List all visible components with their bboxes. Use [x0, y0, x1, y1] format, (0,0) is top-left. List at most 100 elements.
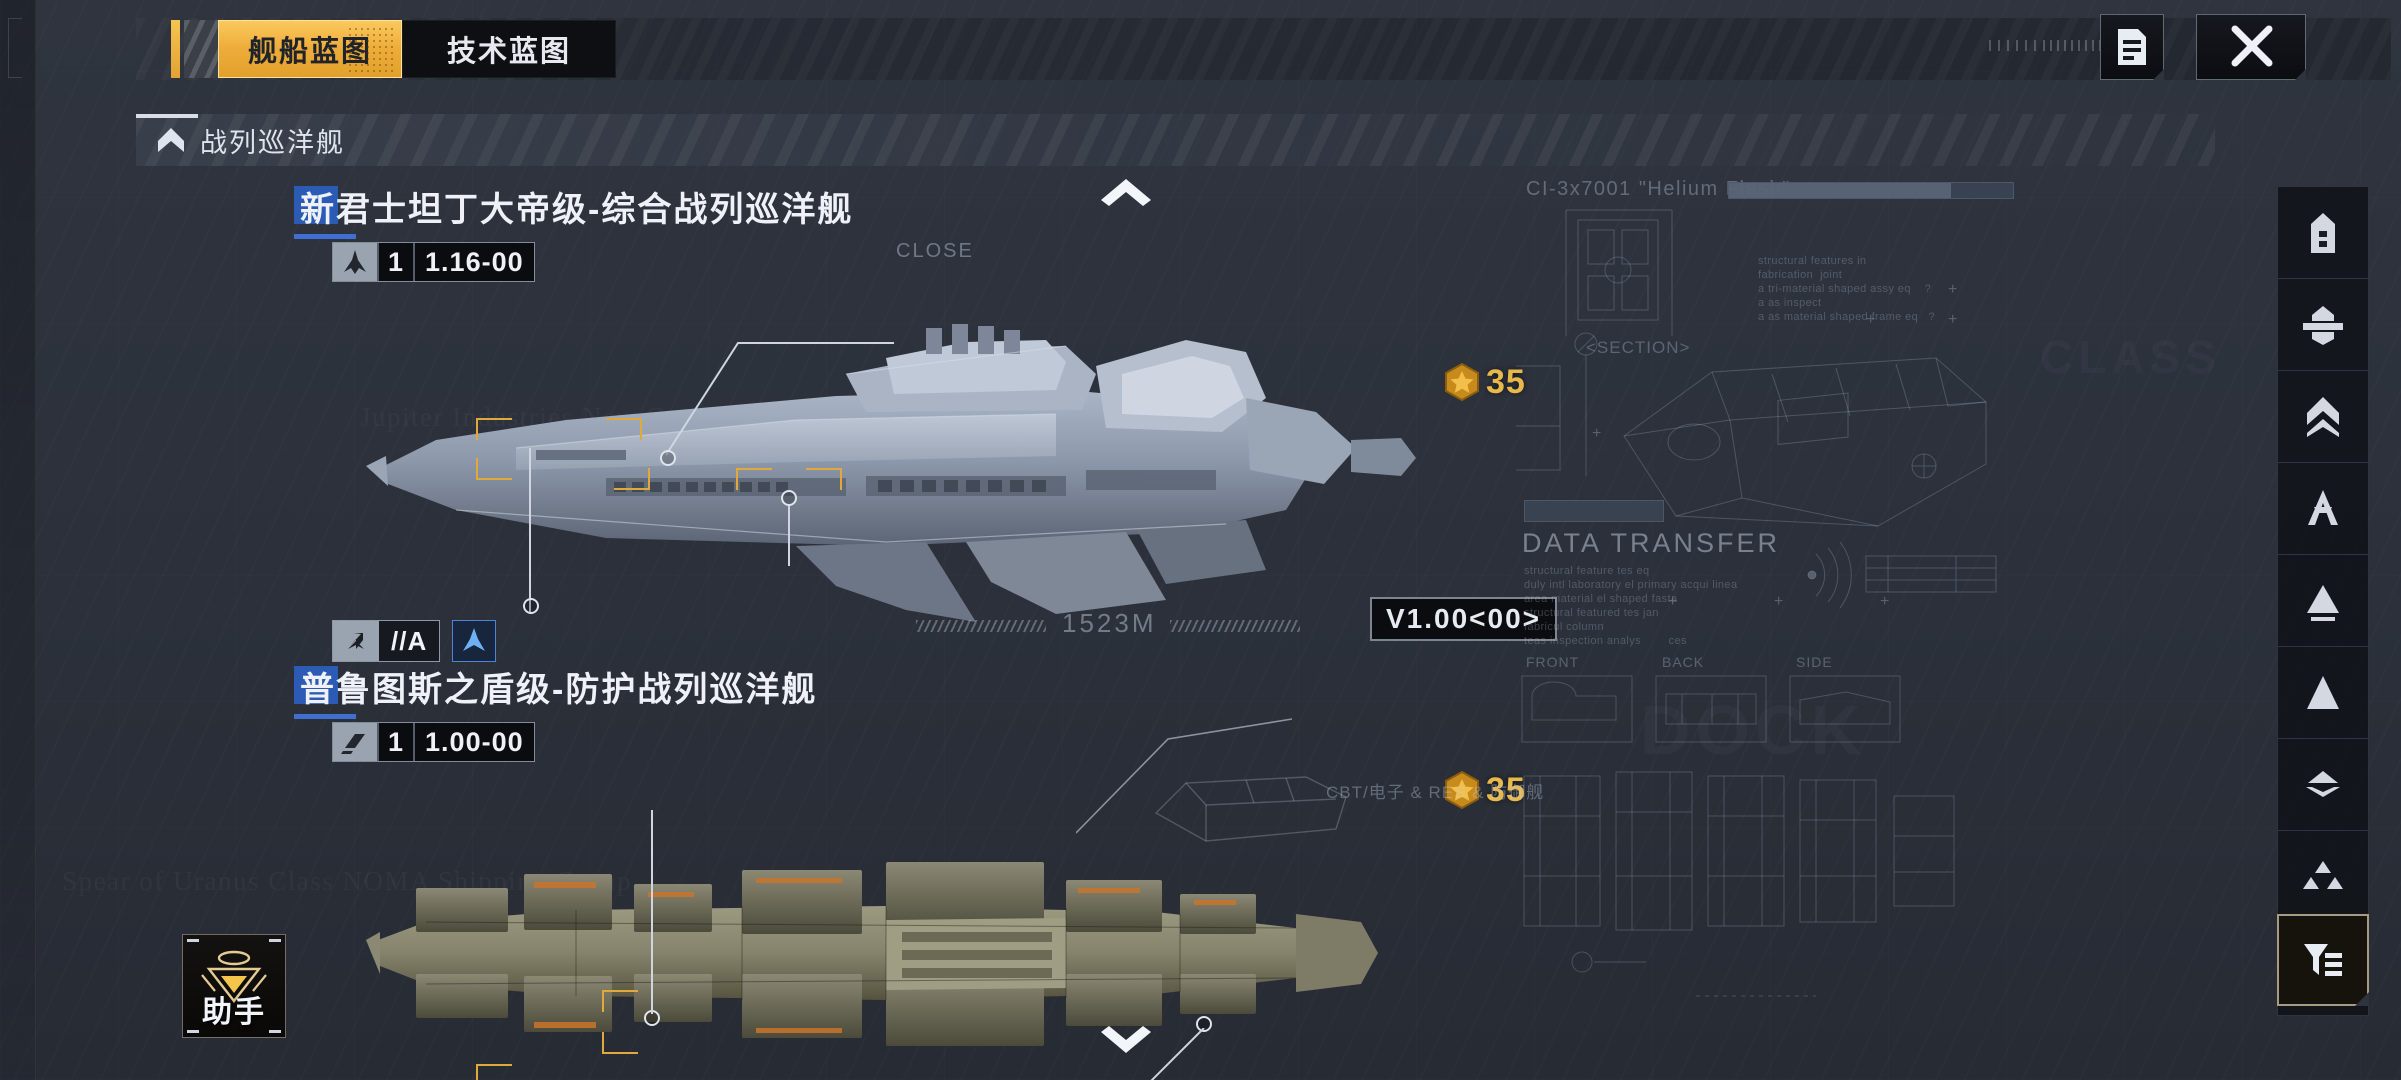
tab-ship-blueprint[interactable]: 舰船蓝图: [218, 20, 402, 78]
ship-marker-icon[interactable]: [452, 620, 497, 662]
assistant-corner-tr: [269, 939, 281, 942]
sidebar-class-cruiser[interactable]: [2278, 463, 2368, 555]
svg-text:+: +: [1948, 311, 1957, 328]
tab-tech-blueprint-label: 技术蓝图: [446, 36, 571, 68]
tab-accent-marker: [171, 20, 180, 78]
bracket-0f: [806, 468, 842, 490]
blueprint-view-label-side: SIDE: [1796, 654, 1833, 670]
callout-dot-0c: [781, 490, 797, 506]
svg-text:+: +: [1866, 311, 1875, 328]
blueprint-drawing: + + + + + + +: [1516, 209, 1997, 997]
battlecruiser-triangle-icon: [2307, 584, 2339, 621]
tab-hatch-block: [184, 20, 218, 78]
callout-line-0c: [788, 506, 790, 566]
destroyer-chevron-icon: [2307, 396, 2339, 437]
ship-class-sidebar: [2215, 176, 2401, 1080]
battleship-triangle-icon: [2307, 675, 2339, 709]
blueprint-waveform-box: [1524, 500, 1664, 522]
build-version-chip-0: V1.00<00>: [1370, 597, 1558, 641]
ship-entry-0[interactable]: 新君士坦丁大帝级-综合战列巡洋舰 1 1.16-00: [36, 180, 2215, 680]
ship-title-underline-1: [294, 714, 356, 719]
assistant-corner-br: [269, 1030, 281, 1033]
document-icon: [2118, 29, 2146, 65]
scroll-down-button[interactable]: [1097, 1022, 1155, 1056]
close-button[interactable]: [2196, 14, 2306, 80]
tab-tech-blueprint[interactable]: 技术蓝图: [402, 20, 616, 78]
cruiser-lambda-icon: [2308, 489, 2338, 525]
callout-line-0a: [529, 448, 531, 612]
carrier-layers-icon: [2306, 770, 2340, 797]
left-rail-nub: [8, 18, 22, 78]
bracket-0e: [736, 468, 772, 490]
ship-version-badge-0: 1 1.16-00: [332, 242, 535, 282]
ship-title-text-0: 新君士坦丁大帝级-综合战列巡洋舰: [300, 191, 854, 229]
svg-text:+: +: [1592, 425, 1601, 442]
filter-button[interactable]: [2277, 914, 2369, 1006]
blueprint-doc-code: CI-3x7001 "Helium Flash": [1526, 178, 1791, 200]
sidebar-class-fighter[interactable]: [2278, 831, 2368, 923]
ship-wireframe-1: [1154, 776, 1347, 842]
ship-entry-1[interactable]: 普鲁图斯之盾级-防护战列巡洋舰 1 1.00-00: [36, 660, 2215, 1080]
ship-rank-value-0: 35: [1486, 362, 1526, 401]
ship-title-1: 普鲁图斯之盾级-防护战列巡洋舰: [294, 660, 823, 719]
scroll-up-button[interactable]: [1097, 176, 1155, 210]
blueprint-view-label-front: FRONT: [1526, 654, 1580, 670]
tab-ship-blueprint-label: 舰船蓝图: [247, 36, 372, 68]
blueprint-view-label-back: BACK: [1662, 654, 1705, 670]
assistant-corner-tl: [187, 939, 199, 942]
svg-text:+: +: [1774, 593, 1783, 610]
blueprint-section-label: <SECTION>: [1586, 338, 1691, 357]
sidebar-class-corvette[interactable]: [2278, 187, 2368, 279]
svg-text:+: +: [1948, 281, 1957, 298]
sidebar-class-battleship[interactable]: [2278, 647, 2368, 739]
ship-rank-badge-1: 35: [1442, 770, 1526, 810]
ship-tag-0[interactable]: //A: [332, 620, 441, 662]
ship-rank-value-1: 35: [1486, 770, 1526, 809]
assistant-triangle-icon: [201, 950, 267, 1003]
ship-length-label-0: 1523M: [1062, 608, 1157, 638]
ship-overlay-label-1: CBT/电子 & RES & 防御舰: [1326, 783, 1545, 802]
document-button[interactable]: [2100, 14, 2164, 80]
breadcrumb[interactable]: 战列巡洋舰: [136, 114, 2215, 166]
battlecruiser-silhouette-icon: [333, 243, 377, 281]
chevron-down-icon: [1100, 1026, 1151, 1053]
callout-line-1d: [1076, 718, 1293, 834]
gold-star-hex-icon: [1445, 362, 1479, 402]
blueprint-progress-bar: [1728, 182, 2014, 199]
ship-title-wrap-1: 普鲁图斯之盾级-防护战列巡洋舰: [294, 660, 823, 719]
ship-illustration-1: [366, 862, 1378, 1046]
sidebar-class-battlecruiser[interactable]: [2278, 555, 2368, 647]
blueprint-annotation-block-1: structural features in fabrication joint…: [1758, 255, 1936, 323]
bracket-1c: [476, 1064, 512, 1080]
blueprint-data-transfer-heading: DATA TRANSFER: [1522, 528, 1781, 558]
assistant-label: 助手: [202, 996, 266, 1029]
bracket-1b: [602, 1032, 638, 1054]
ship-rank-badge-0: 35: [1442, 362, 1526, 402]
dimension-rule-right-0: [1170, 620, 1300, 632]
ship-illustration-0: [366, 324, 1416, 622]
ship-version-index-1: 1: [377, 723, 414, 761]
ship-list: 新君士坦丁大帝级-综合战列巡洋舰 1 1.16-00: [36, 170, 2215, 1080]
sidebar-class-carrier[interactable]: [2278, 739, 2368, 831]
callout-line-1a: [651, 810, 653, 1014]
svg-text:+: +: [1668, 593, 1677, 610]
callout-dot-0b: [660, 450, 676, 466]
bracket-0b: [476, 458, 512, 480]
callout-line-1c: [1150, 1028, 1205, 1080]
callout-dot-0a: [523, 598, 539, 614]
ship-title-0: 新君士坦丁大帝级-综合战列巡洋舰: [294, 180, 859, 239]
dimension-rule-left-0: [916, 620, 1046, 632]
funnel-list-icon: [2304, 944, 2342, 976]
bracket-0c: [606, 418, 642, 440]
ship-tag-0-label: //A: [379, 621, 440, 661]
svg-text:+: +: [1880, 593, 1889, 610]
sidebar-class-frigate[interactable]: [2278, 279, 2368, 371]
sidebar-class-destroyer[interactable]: [2278, 371, 2368, 463]
breadcrumb-accent-line: [136, 114, 198, 118]
close-icon: [2231, 25, 2273, 67]
assistant-button[interactable]: 助手: [182, 934, 286, 1038]
shield-speed-icon: [333, 723, 377, 761]
ship-class-filter-list: [2277, 186, 2369, 1016]
ship-version-badge-1: 1 1.00-00: [332, 722, 535, 762]
